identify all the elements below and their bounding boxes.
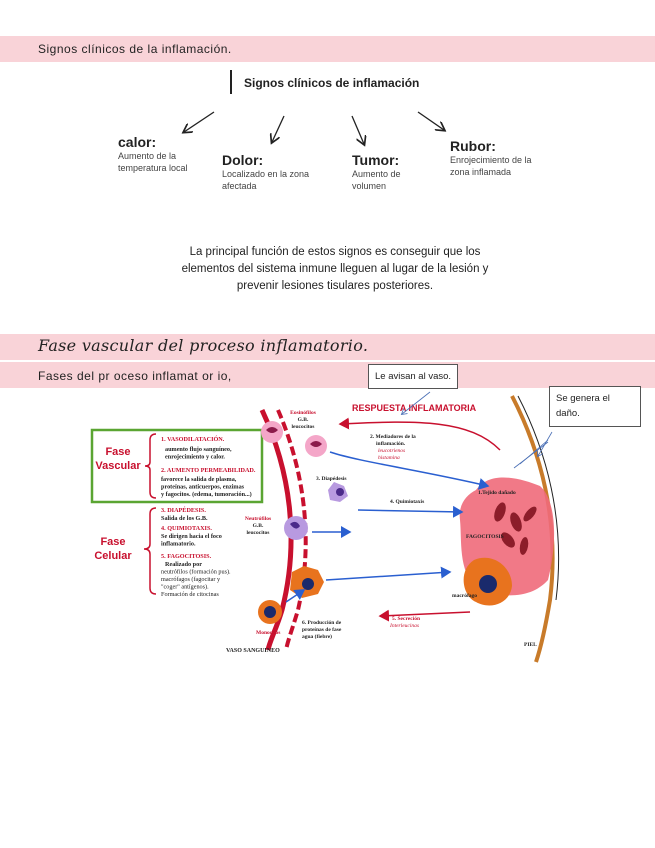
sign-desc: Aumento de volumen [352,169,401,191]
sign-dolor: Dolor: Localizado en la zona afectada [222,152,314,192]
blood-vessel-wall-inner [276,409,308,651]
step-3-desc: Salida de los G.B. [161,515,208,522]
title-divider [230,70,232,94]
diapedesis-label: 3. Diapédesis [316,476,347,482]
eosinophil-label: Eosinófilos [290,410,316,416]
monocyte-label: Monocitos [256,630,280,636]
arrow-dolor [272,115,285,142]
brace-celular [143,507,157,595]
signs-paragraph: La principal función de estos signos es … [181,246,489,292]
quimiotaxis-label: 4. Quimiotaxis [390,499,424,505]
callout-genera-dano: Se genera el daño. [549,386,641,427]
sign-desc: Enrojecimiento de la zona inflamada [450,155,532,177]
step-2-desc: favorece la salida de plasma,proteínas, … [161,476,252,498]
blood-vessel-wall [259,408,294,651]
arrow-tumor [351,115,364,144]
step-3-title: 3. DIAPÉDESIS. [161,506,206,514]
interleucinas-label: Interleucinas [389,623,419,629]
step-5-title: 5. FAGOCITOSIS. [161,553,212,560]
arrow-rubor [417,111,444,130]
neutrophil-leucocitos: leucocitos [247,530,270,536]
section-band-signos: Signos clínicos de la inflamación. [0,36,655,62]
sign-rubor: Rubor: Enrojecimiento de la zona inflama… [450,138,542,178]
neutrophil-label: Neutrófilos [245,516,271,522]
arrow-mediators [338,417,501,451]
sign-calor: calor: Aumento de la temperatura local [118,134,210,174]
arrow-secrecion [378,609,471,622]
arrow-quimiotaxis [357,505,464,518]
sign-name: Rubor: [450,138,496,154]
sign-tumor: Tumor: Aumento de volumen [352,152,414,192]
damaged-tissue-label: 1.Tejido dañado [478,490,516,496]
skin-label: PIEL [524,642,537,648]
red-cells [494,502,537,555]
section-band-fase-vascular [0,334,655,360]
neutrophil-gb: G.B. [253,523,264,529]
fagocitosis-label: FAGOCITOSIS [466,534,504,540]
macrophage-label: macrófago [452,593,477,599]
section-heading-fases: Fases del pr oceso inflamat or io, [38,369,232,383]
sign-desc: Localizado en la zona afectada [222,169,310,191]
arrow-calor [184,111,215,132]
vessel-label: VASO SANGUINEO [226,648,280,654]
skin-line-inner [517,395,560,601]
arrow-vessel-signal [402,391,431,414]
section-title-fase-vascular: Fase vascular del proceso inflamatorio. [38,336,369,355]
step-2-title: 2. AUMENTO PERMEABILIDAD. [161,467,256,474]
sign-name: calor: [118,134,157,150]
secrecion-label: 5. Secreción [392,616,420,622]
callout-avisan-vaso: Le avisan al vaso. [368,364,459,389]
sign-desc: Aumento de la temperatura local [118,151,188,173]
section-heading-signos: Signos clínicos de la inflamación. [38,42,232,56]
section-band-fases: Fases del pr oceso inflamat or io, [0,362,655,388]
arrow-monocyte-up [285,589,306,603]
step-1-title: 1. VASODILATACIÓN. [161,435,225,443]
step-4-title: 4. QUIMIOTAXIS. [161,525,212,532]
skin-line [510,395,555,663]
sign-name: Tumor: [352,152,400,168]
diagram-title: Signos clínicos de inflamación [244,76,420,90]
arrow-damage-signal-3 [513,441,549,469]
brace-vascular [144,433,157,499]
eosinophil-leucocitos: leucocitos [292,424,315,430]
step-1-desc: aumento flujo sanguíneo,enrojecimiento y… [165,446,232,461]
sign-name: Dolor: [222,152,264,168]
arrow-monocyte [325,566,452,581]
fase-vascular-box [90,428,264,504]
figure-header: RESPUESTA INFLAMATORIA [352,403,477,413]
arrow-eosinophil-out [329,451,490,490]
eosinophil-gb: G.B. [298,417,309,423]
